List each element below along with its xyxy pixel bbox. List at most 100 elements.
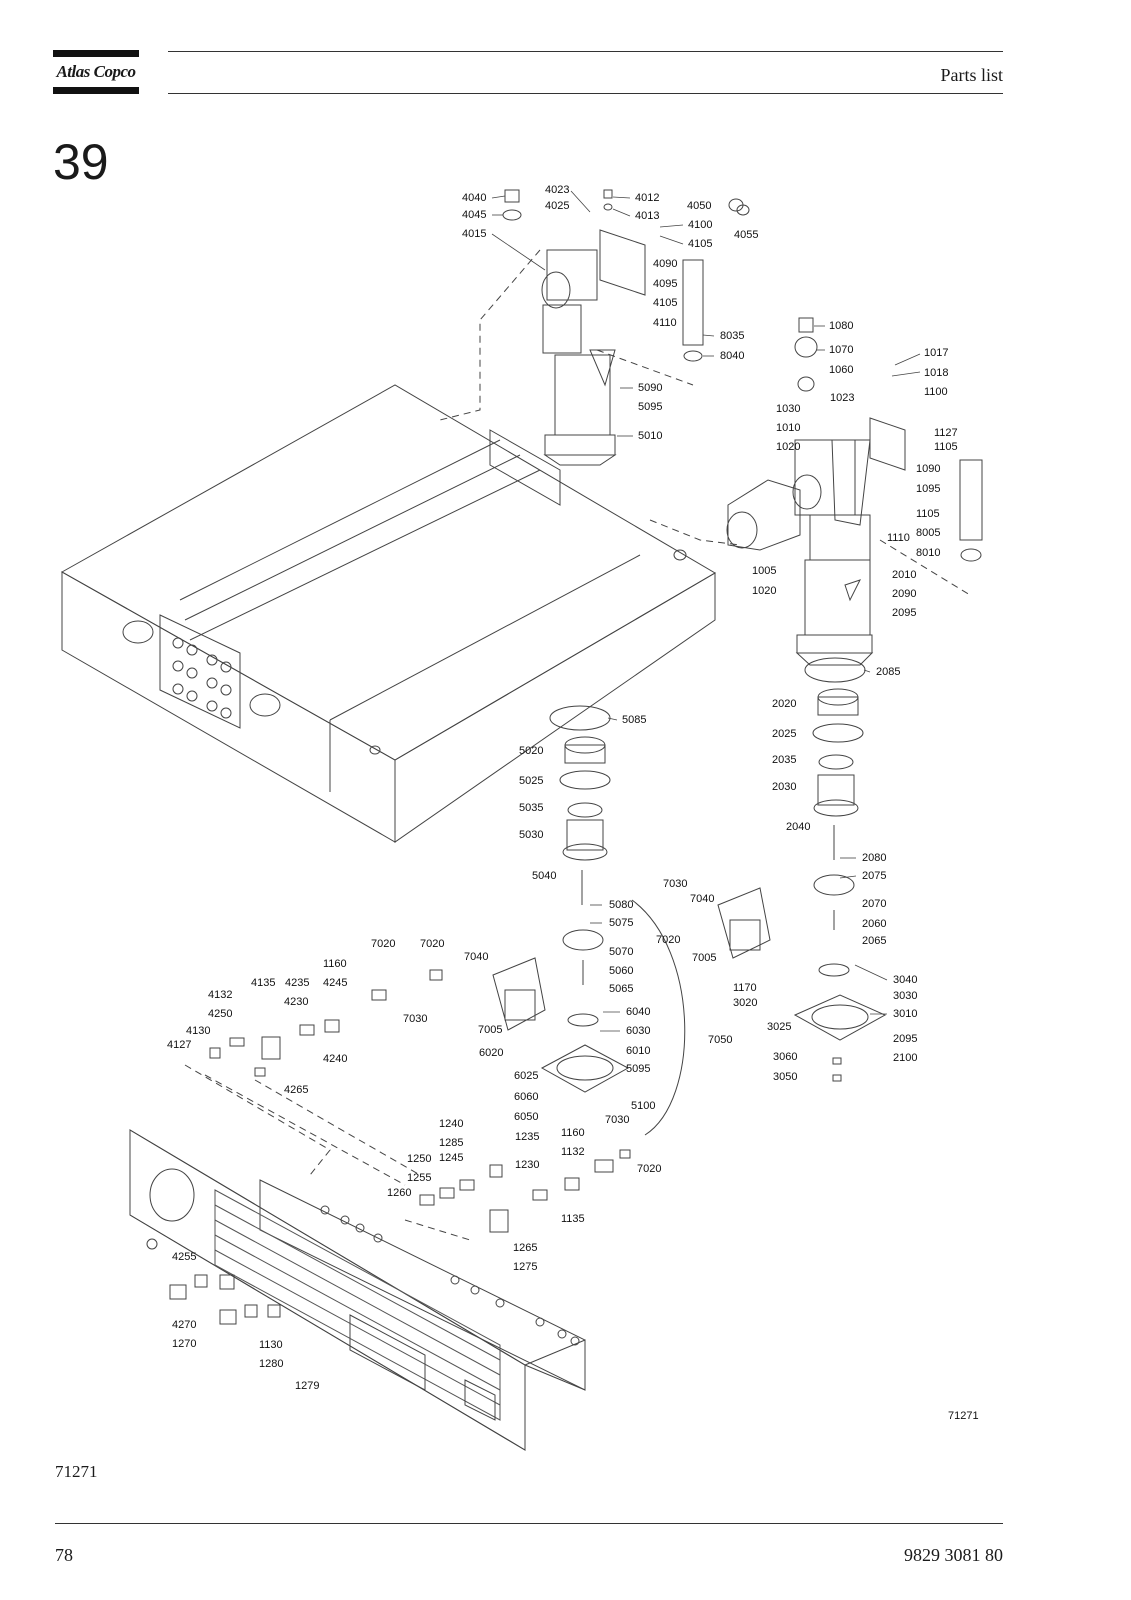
document-number: 9829 3081 80 [904, 1545, 1003, 1565]
logo-bar-top [53, 50, 139, 57]
part-label: 2100 [893, 1052, 917, 1064]
part-label: 5035 [519, 802, 543, 814]
part-label: 5040 [532, 870, 556, 882]
part-label: 1020 [752, 585, 776, 597]
part-label: 2065 [862, 935, 886, 947]
part-label: 3010 [893, 1008, 917, 1020]
part-label: 1135 [561, 1213, 585, 1225]
part-label: 1160 [323, 958, 347, 970]
middle-stack [540, 705, 630, 1093]
part-label: 5075 [609, 917, 633, 929]
part-label: 2095 [893, 1033, 917, 1045]
part-label: 3020 [733, 997, 757, 1009]
part-label: 4135 [251, 977, 275, 989]
part-label: 1023 [830, 392, 854, 404]
part-label: 1235 [515, 1131, 539, 1143]
part-label: 1170 [733, 982, 757, 994]
part-label: 1095 [916, 483, 940, 495]
part-label: 4127 [167, 1039, 191, 1051]
part-label: 5030 [519, 829, 543, 841]
hose-7050 [631, 899, 686, 1136]
logo-text: Atlas Copco [56, 62, 136, 81]
part-label: 1132 [561, 1146, 585, 1158]
part-label: 4130 [186, 1025, 210, 1037]
part-label: 7030 [605, 1114, 629, 1126]
part-label: 6020 [479, 1047, 503, 1059]
part-label: 6040 [626, 1006, 650, 1018]
part-label: 7040 [464, 951, 488, 963]
part-label: 1080 [829, 320, 853, 332]
drain-valves [169, 1274, 281, 1325]
part-label: 3050 [773, 1071, 797, 1083]
footer-rule [55, 1523, 1003, 1524]
part-label: 1245 [439, 1152, 463, 1164]
part-label: 5080 [609, 899, 633, 911]
part-label: 1230 [515, 1159, 539, 1171]
part-label: 5085 [622, 714, 646, 726]
part-label: 4013 [635, 210, 659, 222]
part-label: 7050 [708, 1034, 732, 1046]
part-label: 1265 [513, 1242, 537, 1254]
page-number: 78 [55, 1545, 73, 1565]
part-label: 2010 [892, 569, 916, 581]
part-label: 2040 [786, 821, 810, 833]
part-label: 7030 [663, 878, 687, 890]
part-label: 1020 [776, 441, 800, 453]
part-label: 5020 [519, 745, 543, 757]
logo-bar-bottom [53, 87, 139, 94]
part-label: 7040 [690, 893, 714, 905]
part-label: 2025 [772, 728, 796, 740]
part-label: 5010 [638, 430, 662, 442]
part-label: 4250 [208, 1008, 232, 1020]
part-label: 1070 [829, 344, 853, 356]
cooler-flange-plate [159, 614, 241, 729]
cooler-left-face [61, 571, 396, 843]
part-label: 4105 [688, 238, 712, 250]
part-label: 1105 [934, 441, 958, 453]
part-label: 1240 [439, 1118, 463, 1130]
part-label: 4050 [687, 200, 711, 212]
part-label: 2030 [772, 781, 796, 793]
part-label: 2080 [862, 852, 886, 864]
part-label: 8035 [720, 330, 744, 342]
part-label: 7020 [420, 938, 444, 950]
part-label: 5060 [609, 965, 633, 977]
part-label: 5070 [609, 946, 633, 958]
part-label: 6010 [626, 1045, 650, 1057]
part-label: 8040 [720, 350, 744, 362]
part-label: 7005 [692, 952, 716, 964]
front-panel-round-opening [149, 1168, 195, 1222]
part-label: 2095 [892, 607, 916, 619]
part-label: 4230 [284, 996, 308, 1008]
grille-bricks [214, 1189, 501, 1421]
part-label: 7020 [656, 934, 680, 946]
part-label: 4245 [323, 977, 347, 989]
figure-code: 71271 [55, 1462, 98, 1481]
drawing-code: 71271 [948, 1410, 979, 1422]
part-label: 1285 [439, 1137, 463, 1149]
part-label: 5095 [638, 401, 662, 413]
part-label: 4095 [653, 278, 677, 290]
cooler-top-face [60, 384, 716, 761]
fittings-left [209, 969, 443, 1077]
part-label: 4240 [323, 1053, 347, 1065]
part-label: 2060 [862, 918, 886, 930]
part-label: 4045 [462, 209, 486, 221]
flange-holes [172, 637, 232, 719]
part-label: 7020 [637, 1163, 661, 1175]
part-label: 1090 [916, 463, 940, 475]
valve-assembly-right [717, 887, 771, 959]
part-label: 1110 [887, 532, 910, 544]
part-label: 4270 [172, 1319, 196, 1331]
part-label: 2020 [772, 698, 796, 710]
atlas-copco-logo: Atlas Copco [53, 50, 139, 94]
part-label: 6025 [514, 1070, 538, 1082]
part-label: 1030 [776, 403, 800, 415]
part-label: 1018 [924, 367, 948, 379]
part-label: 4132 [208, 989, 232, 1001]
section-number: 39 [53, 134, 109, 190]
part-label: 2085 [876, 666, 900, 678]
part-label: 4055 [734, 229, 758, 241]
leader-lines [491, 190, 921, 1032]
part-label: 1017 [924, 347, 948, 359]
